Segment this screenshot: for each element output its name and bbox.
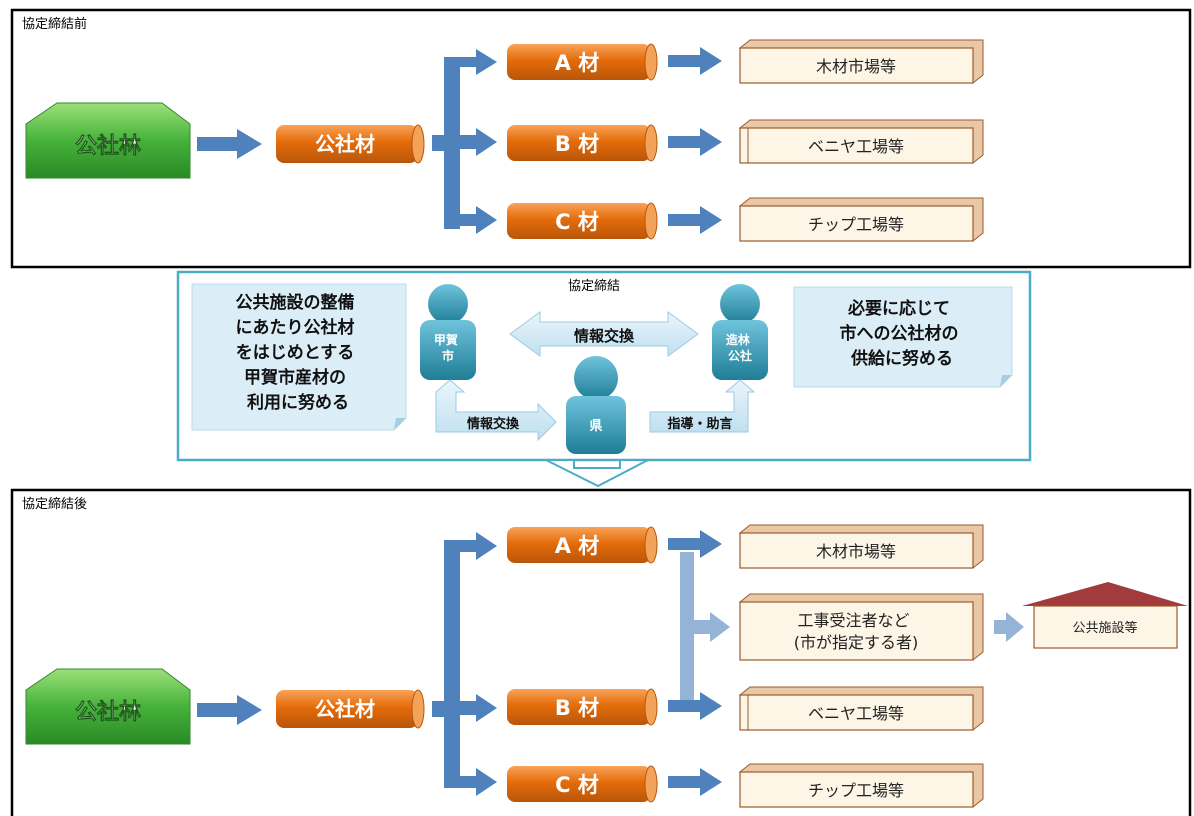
grade-c-label: C 材: [555, 210, 599, 234]
city-label-line-1: 甲賀: [434, 332, 458, 347]
dest-label-b-after: ベニヤ工場等: [808, 704, 904, 723]
grade-c-label-after: C 材: [555, 773, 599, 797]
forest-label-after: 公社林: [75, 699, 141, 725]
grade-a-label-after: A 材: [555, 534, 600, 558]
material-label: 公社材: [315, 132, 375, 156]
grade-b-cylinder: B 材: [507, 124, 658, 162]
panel-title-after: 協定締結後: [22, 496, 87, 512]
corp-label: 造林 公社: [726, 332, 754, 363]
dest-box-c-after: チップ工場等: [738, 763, 984, 808]
city-note-line-4: 甲賀市産材の: [244, 367, 346, 388]
branch-arrows: [432, 49, 497, 234]
destination-arrows-after: [668, 530, 722, 796]
dest-label-a: 木材市場等: [816, 57, 896, 76]
grade-c-cylinder: C 材: [507, 202, 658, 240]
down-arrow: [545, 459, 649, 488]
info-exchange-arrow-bottom: 情報交換: [435, 379, 557, 442]
material-cylinder-after: 公社材: [276, 689, 425, 729]
material-cylinder: 公社材: [276, 124, 425, 164]
corp-label-line-2: 公社: [728, 348, 752, 363]
grade-b-label: B 材: [555, 132, 599, 156]
public-facility-label: 公共施設等: [1072, 620, 1137, 636]
info-exchange-label-top: 情報交換: [574, 327, 635, 345]
destination-arrows: [668, 47, 722, 234]
material-label-after: 公社材: [315, 697, 375, 721]
guidance-arrow: 指導・助言: [649, 379, 756, 433]
grade-a-cylinder: A 材: [507, 43, 658, 81]
panel-agreement: 協定締結 公共施設の整備 にあたり公社材 をはじめとする 甲賀市産材の 利用に努…: [176, 270, 1032, 488]
dest-label-a-after: 木材市場等: [816, 542, 896, 561]
contractor-line-2: (市が指定する者): [794, 633, 919, 652]
panel-title-before: 協定締結前: [22, 16, 87, 32]
grade-a-cylinder-after: A 材: [507, 526, 658, 564]
corp-label-line-1: 造林: [726, 332, 750, 347]
dest-label-c: チップ工場等: [808, 215, 904, 234]
corp-commitment-note: 必要に応じて 市への公社材の 供給に努める: [793, 286, 1013, 388]
forest-source: 公社林: [25, 102, 191, 179]
dest-label-b: ベニヤ工場等: [808, 137, 904, 156]
prefecture-label: 県: [589, 419, 602, 434]
dest-box-contractor: 工事受注者など (市が指定する者): [738, 593, 984, 661]
city-note-line-1: 公共施設の整備: [236, 292, 355, 313]
dest-box-a-after: 木材市場等: [738, 524, 984, 569]
panel-before-agreement: 協定締結前 公社林 公社材 A 材: [10, 8, 1192, 269]
corp-commitment-text: 必要に応じて 市への公社材の 供給に努める: [840, 298, 965, 369]
city-commitment-text: 公共施設の整備 にあたり公社材 をはじめとする 甲賀市産材の 利用に努める: [236, 292, 361, 413]
grade-b-cylinder-after: B 材: [507, 688, 658, 726]
contractor-connector: [680, 552, 730, 702]
city-person-icon: 甲賀 市: [420, 284, 476, 380]
dest-box-b: ベニヤ工場等: [738, 119, 984, 164]
city-note-line-5: 利用に努める: [247, 392, 349, 413]
dest-label-contractor: 工事受注者など (市が指定する者): [794, 611, 919, 652]
forest-source-after: 公社林: [25, 668, 191, 745]
info-exchange-label-bottom: 情報交換: [467, 416, 520, 432]
forest-label: 公社林: [75, 133, 141, 159]
corp-note-line-1: 必要に応じて: [847, 298, 950, 319]
arrow-forest-to-material-after: [197, 695, 262, 725]
grade-c-cylinder-after: C 材: [507, 765, 658, 803]
dest-label-c-after: チップ工場等: [808, 781, 904, 800]
dest-box-c: チップ工場等: [738, 197, 984, 242]
arrow-forest-to-material: [197, 129, 262, 159]
panel-title-agreement: 協定締結: [568, 278, 620, 294]
corp-note-line-2: 市への公社材の: [840, 323, 959, 344]
guidance-label: 指導・助言: [667, 416, 732, 432]
corp-note-line-3: 供給に努める: [850, 348, 953, 369]
dest-box-a: 木材市場等: [738, 39, 984, 84]
city-label: 甲賀 市: [434, 332, 462, 363]
prefecture-person-icon: 県: [566, 356, 626, 454]
city-note-line-3: をはじめとする: [236, 343, 355, 363]
panel-after-agreement: 協定締結後 公社林 公社材 A 材 B 材: [10, 488, 1192, 816]
grade-a-label: A 材: [555, 51, 600, 75]
info-exchange-arrow-top: 情報交換: [509, 311, 699, 357]
city-commitment-note: 公共施設の整備 にあたり公社材 をはじめとする 甲賀市産材の 利用に努める: [191, 283, 407, 431]
dest-box-b-after: ベニヤ工場等: [738, 686, 984, 731]
corp-person-icon: 造林 公社: [712, 284, 768, 380]
arrow-to-public-facility: [994, 612, 1024, 642]
grade-b-label-after: B 材: [555, 696, 599, 720]
branch-arrows-after: [432, 532, 497, 796]
contractor-line-1: 工事受注者など: [797, 611, 909, 630]
city-note-line-2: にあたり公社材: [236, 317, 355, 338]
public-facility-house: 公共施設等: [1022, 582, 1188, 649]
city-label-line-2: 市: [442, 348, 454, 363]
